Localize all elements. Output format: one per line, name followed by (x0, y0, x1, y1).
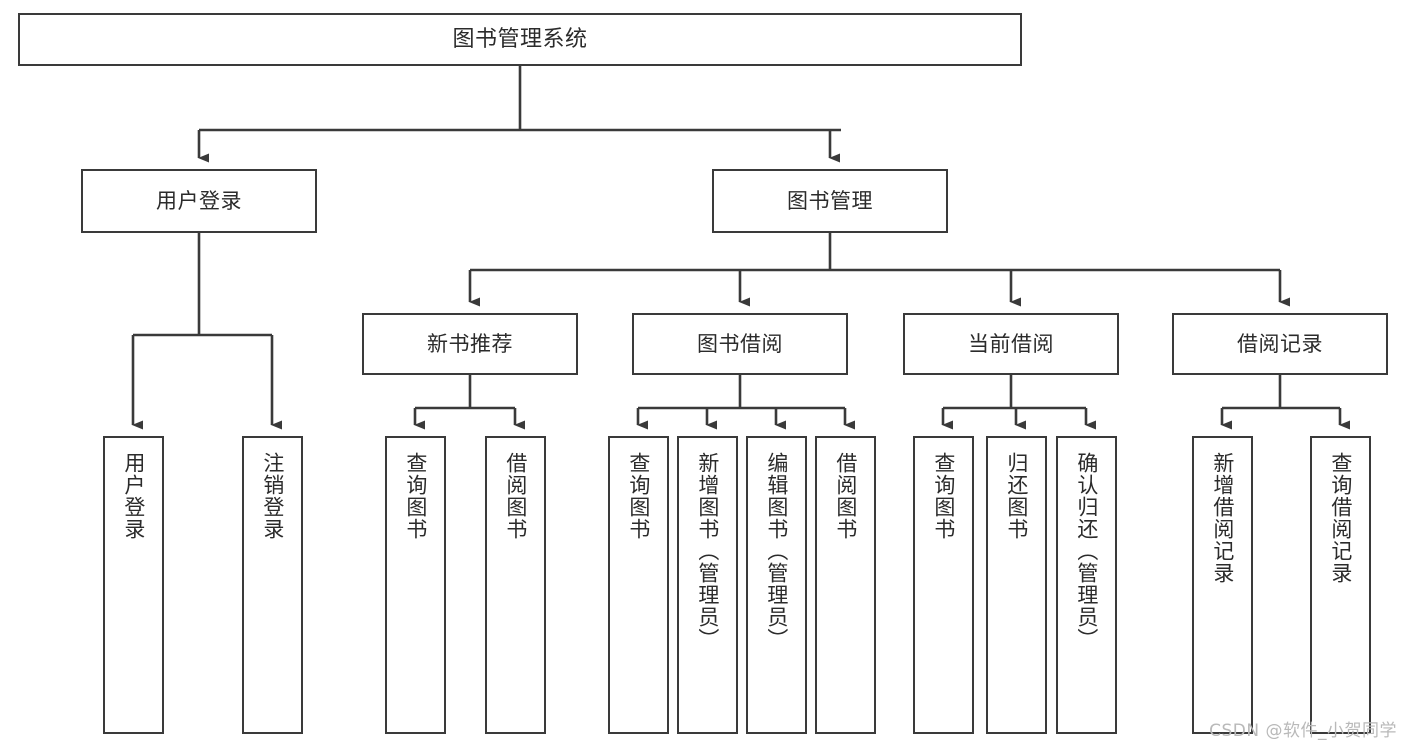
node-leaf-query-book-3[interactable]: 查询图书 (913, 436, 974, 734)
node-leaf-user-login[interactable]: 用户登录 (103, 436, 164, 734)
node-root-label: 图书管理系统 (452, 26, 588, 52)
node-leaf-add-record[interactable]: 新增借阅记录 (1192, 436, 1253, 734)
node-leaf-query-book-3-label: 查询图书 (931, 452, 956, 540)
node-leaf-user-login-label: 用户登录 (121, 452, 146, 540)
node-leaf-borrow-book-1-label: 借阅图书 (503, 452, 528, 540)
node-user-login[interactable]: 用户登录 (81, 169, 317, 233)
node-leaf-return-book[interactable]: 归还图书 (986, 436, 1047, 734)
node-leaf-query-record-label: 查询借阅记录 (1328, 452, 1353, 584)
node-leaf-return-book-label: 归还图书 (1004, 452, 1029, 540)
node-leaf-add-book-label: 新增图书（管理员） (695, 452, 720, 650)
node-leaf-confirm-return[interactable]: 确认归还（管理员） (1056, 436, 1117, 734)
node-leaf-query-book-1-label: 查询图书 (403, 452, 428, 540)
node-leaf-confirm-return-label: 确认归还（管理员） (1074, 452, 1099, 650)
node-book-borrow-label: 图书借阅 (697, 331, 783, 356)
node-leaf-borrow-book-1[interactable]: 借阅图书 (485, 436, 546, 734)
node-current-borrow[interactable]: 当前借阅 (903, 313, 1119, 375)
node-current-borrow-label: 当前借阅 (968, 331, 1054, 356)
node-user-login-label: 用户登录 (156, 188, 242, 213)
node-leaf-borrow-book-2[interactable]: 借阅图书 (815, 436, 876, 734)
node-leaf-borrow-book-2-label: 借阅图书 (833, 452, 858, 540)
node-leaf-edit-book-label: 编辑图书（管理员） (764, 452, 789, 650)
node-borrow-records[interactable]: 借阅记录 (1172, 313, 1388, 375)
node-leaf-logout-label: 注销登录 (260, 452, 285, 540)
node-leaf-query-record[interactable]: 查询借阅记录 (1310, 436, 1371, 734)
node-leaf-query-book-2-label: 查询图书 (626, 452, 651, 540)
node-book-management-label: 图书管理 (787, 188, 873, 213)
node-leaf-query-book-1[interactable]: 查询图书 (385, 436, 446, 734)
node-borrow-records-label: 借阅记录 (1237, 331, 1323, 356)
node-new-book-recommend[interactable]: 新书推荐 (362, 313, 578, 375)
node-leaf-add-record-label: 新增借阅记录 (1210, 452, 1235, 584)
node-leaf-add-book[interactable]: 新增图书（管理员） (677, 436, 738, 734)
node-leaf-logout[interactable]: 注销登录 (242, 436, 303, 734)
node-book-borrow[interactable]: 图书借阅 (632, 313, 848, 375)
node-new-book-recommend-label: 新书推荐 (427, 331, 513, 356)
watermark: CSDN @软件_小贺同学 (1209, 721, 1397, 741)
node-leaf-edit-book[interactable]: 编辑图书（管理员） (746, 436, 807, 734)
node-leaf-query-book-2[interactable]: 查询图书 (608, 436, 669, 734)
node-book-management[interactable]: 图书管理 (712, 169, 948, 233)
node-root[interactable]: 图书管理系统 (18, 13, 1022, 66)
